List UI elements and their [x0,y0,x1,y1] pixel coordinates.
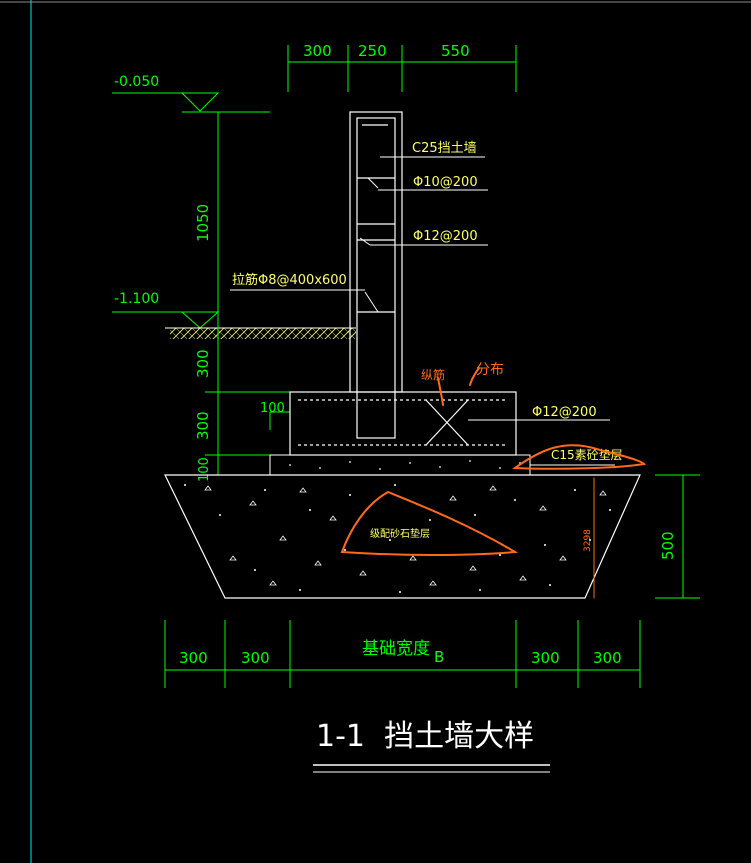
top-dimension-3: 550 [441,42,470,60]
left-dimension-group [205,112,290,476]
wall-stem [349,111,403,439]
label-rebar-lower: Φ12@200 [413,229,478,244]
bottom-dimension-group [164,620,641,688]
bottom-dimension-center-symbol: B [434,648,444,666]
bottom-dimension-right-1: 300 [531,649,560,667]
left-dimension-d3: 100 [197,457,212,482]
markup-measure: 3298 [583,529,593,552]
label-rebar-upper: Φ10@200 [413,175,478,190]
right-dimension-label: 500 [659,531,677,560]
bottom-dimension-left-1: 300 [179,649,208,667]
label-wall-concrete: C25挡土墙 [412,141,477,156]
top-dimension-2: 250 [358,42,387,60]
label-tie-bars: 拉筋Φ8@400x600 [232,272,347,288]
left-dimension-offset: 100 [260,401,285,416]
elevation-marker-top [112,92,270,113]
elevation-marker-ground [112,311,220,329]
elevation-top-label: -0.050 [114,74,159,90]
markup-right-note: 分布 [476,362,504,378]
drawing-title: 1-1 挡土墙大样 [316,719,534,754]
left-dimension-d1: 300 [194,349,212,378]
gravel-bed [164,474,641,599]
top-dimension-1: 300 [303,42,332,60]
elevation-ground-label: -1.100 [114,291,159,307]
footing [289,391,517,456]
label-footing-rebar: Φ12@200 [532,405,597,420]
markup-left-note: 纵筋 [421,367,445,382]
cushion-dots [289,460,521,470]
annotation-leaders [230,156,615,466]
ground-hatch [170,328,356,339]
bottom-dimension-center-label: 基础宽度 [362,639,430,659]
top-dimension-group [287,45,517,92]
cushion-layer [269,454,531,476]
right-dimension-group [655,474,700,599]
left-dimension-wall-height: 1050 [194,204,212,242]
bottom-dimension-left-2: 300 [241,649,270,667]
left-dimension-d2: 300 [194,411,212,440]
markup-gravel-note: 级配砂石垫层 [370,527,430,540]
bottom-dimension-right-2: 300 [593,649,622,667]
gravel-marks [204,485,607,586]
label-cushion: C15素砼垫层 [551,447,623,462]
gravel-dots [184,484,611,593]
markup-strokes [340,367,647,599]
